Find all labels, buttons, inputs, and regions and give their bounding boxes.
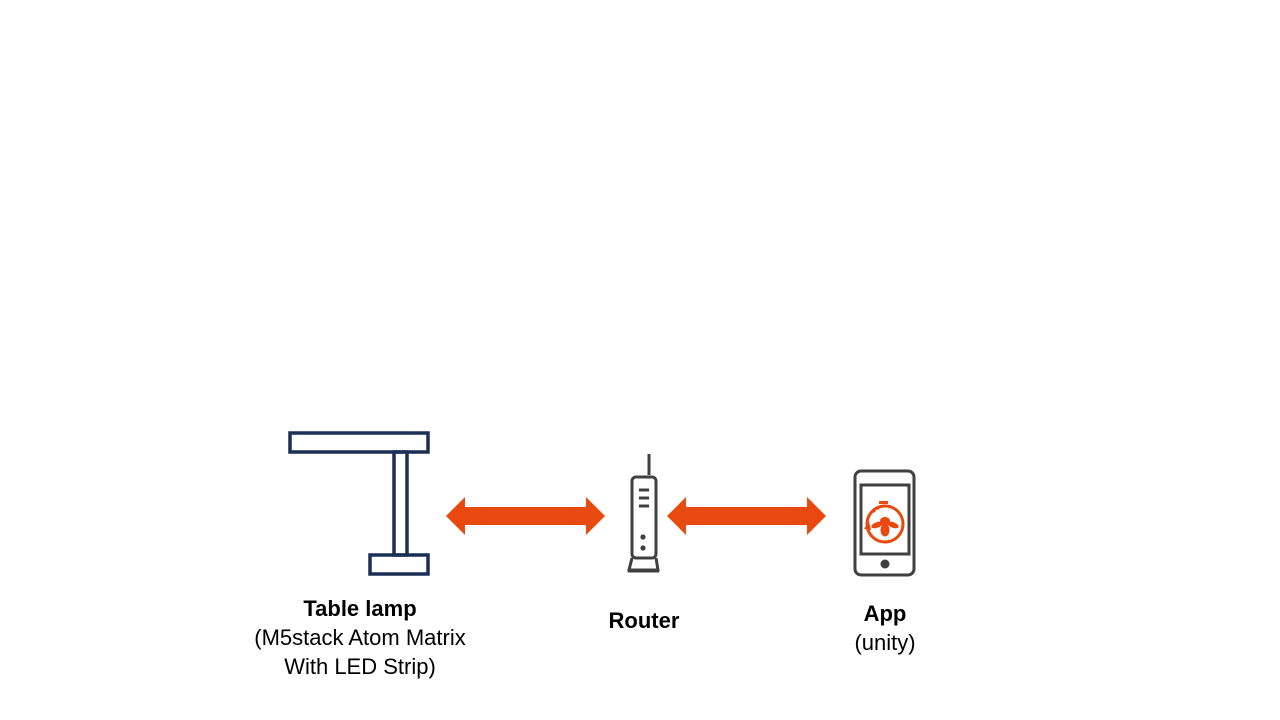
app-logo-icon <box>864 501 905 544</box>
smartphone-icon <box>853 469 916 577</box>
router-title: Router <box>608 608 680 633</box>
lamp-label: Table lamp (M5stack Atom Matrix With LED… <box>200 594 520 681</box>
app-label: App (unity) <box>805 599 965 657</box>
app-subtitle: (unity) <box>854 630 916 655</box>
lamp-router-bidirectional-arrow <box>446 497 605 535</box>
router-app-bidirectional-arrow <box>667 497 826 535</box>
lamp-subtitle-line2: With LED Strip) <box>284 654 436 679</box>
table-lamp-icon <box>288 431 430 576</box>
router-icon <box>627 454 660 573</box>
lamp-title: Table lamp <box>303 596 417 621</box>
router-label: Router <box>564 606 724 635</box>
lamp-subtitle-line1: (M5stack Atom Matrix <box>254 625 466 650</box>
app-title: App <box>863 601 907 626</box>
